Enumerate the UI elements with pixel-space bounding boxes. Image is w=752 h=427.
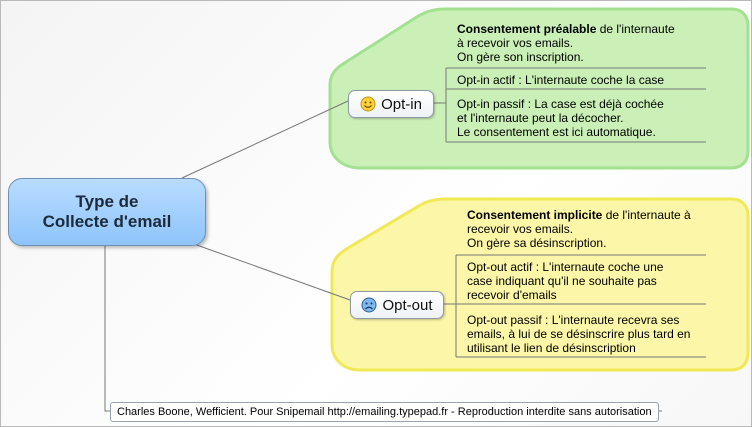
optin-note-consent-line2: à recevoir vos emails. (457, 36, 574, 50)
optout-boundary (330, 197, 750, 372)
optout-note-passive-line1: Opt-out passif : L'internaute recevra se… (467, 313, 680, 327)
optout-note-passive-line3: utilisant le lien de désinscription (467, 341, 636, 355)
optout-note-active-line1: Opt-out actif : L'internaute coche une (467, 260, 664, 274)
optout-note-active-line3: recevoir d'emails (467, 288, 557, 302)
optin-note-passive: Opt-in passif : La case est déjà cochée … (457, 97, 664, 139)
root-node[interactable]: Type de Collecte d'email (8, 178, 206, 246)
smiley-sad-icon (361, 297, 377, 313)
link-optin-notes (433, 67, 706, 143)
root-title-line2: Collecte d'email (42, 212, 172, 231)
optin-note-passive-line2: et l'internaute peut la décocher. (457, 111, 624, 125)
optout-note-consent-rest: de l'internaute à (602, 208, 691, 222)
optout-label: Opt-out (382, 296, 433, 314)
link-root-footer (104, 244, 110, 412)
optin-note-consent-bold: Consentement préalable (457, 22, 597, 36)
optin-label: Opt-in (381, 95, 422, 113)
link-root-optin (181, 100, 349, 179)
credit-footer: Charles Boone, Wefficient. Pour Snipemai… (110, 402, 659, 422)
optin-note-passive-line3: Le consentement est ici automatique. (457, 125, 656, 139)
optin-note-active: Opt-in actif : L'internaute coche la cas… (457, 73, 664, 87)
optout-note-consent-line2: recevoir vos emails. (467, 222, 574, 236)
link-root-optout (193, 243, 351, 301)
optin-node[interactable]: Opt-in (348, 90, 434, 118)
optout-note-consent-line3: On gère sa désinscription. (467, 236, 607, 250)
optout-node[interactable]: Opt-out (350, 291, 444, 319)
optout-note-consent: Consentement implicite de l'internaute à… (467, 208, 691, 250)
optin-note-consent-rest: de l'internaute (596, 22, 675, 36)
optout-note-active-line2: case indiquant qu'il ne souhaite pas (467, 274, 657, 288)
optout-note-consent-bold: Consentement implicite (467, 208, 603, 222)
smiley-happy-icon (360, 96, 376, 112)
link-optout-notes (442, 254, 706, 358)
optin-note-consent-line3: On gère son inscription. (457, 50, 584, 64)
optin-note-active-line1: Opt-in actif : L'internaute coche la cas… (457, 73, 665, 87)
optin-note-passive-line1: Opt-in passif : La case est déjà cochée (457, 97, 664, 111)
optin-note-consent: Consentement préalable de l'internaute à… (457, 22, 675, 64)
root-title-line1: Type de (75, 192, 139, 211)
optout-note-passive: Opt-out passif : L'internaute recevra se… (467, 313, 690, 355)
optout-note-passive-line2: emails, à lui de se désinscrire plus tar… (467, 327, 691, 341)
optout-note-active: Opt-out actif : L'internaute coche une c… (467, 260, 663, 302)
